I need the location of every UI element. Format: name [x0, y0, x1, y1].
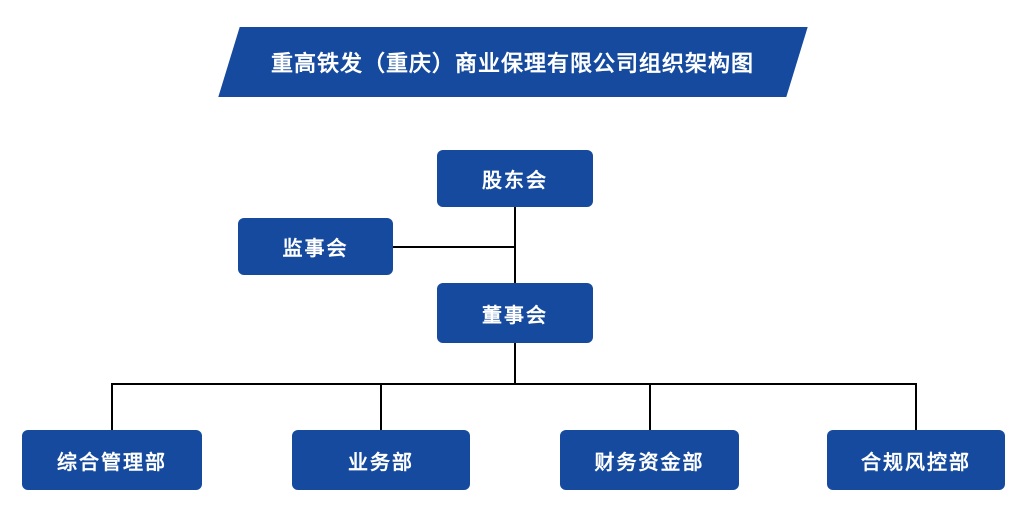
connector-drop-compliance	[915, 383, 917, 430]
connector-supervisory	[393, 246, 515, 248]
node-dept-compliance-risk: 合规风控部	[827, 430, 1005, 490]
node-dept-finance-treasury: 财务资金部	[560, 430, 739, 490]
connector-drop-business	[380, 383, 382, 430]
node-dept-general-admin: 综合管理部	[22, 430, 202, 490]
connector-shareholders-board	[514, 207, 516, 284]
node-board-of-directors: 董事会	[437, 283, 593, 343]
connector-board-branch	[514, 343, 516, 384]
node-shareholders-meeting: 股东会	[437, 150, 593, 207]
connector-branch-horizontal	[111, 383, 917, 385]
connector-drop-general-admin	[111, 383, 113, 430]
connector-drop-finance	[649, 383, 651, 430]
node-dept-business: 业务部	[292, 430, 470, 490]
title-banner: 重高铁发（重庆）商业保理有限公司组织架构图	[218, 27, 808, 97]
chart-title: 重高铁发（重庆）商业保理有限公司组织架构图	[271, 51, 755, 76]
node-supervisory-board: 监事会	[238, 218, 393, 275]
